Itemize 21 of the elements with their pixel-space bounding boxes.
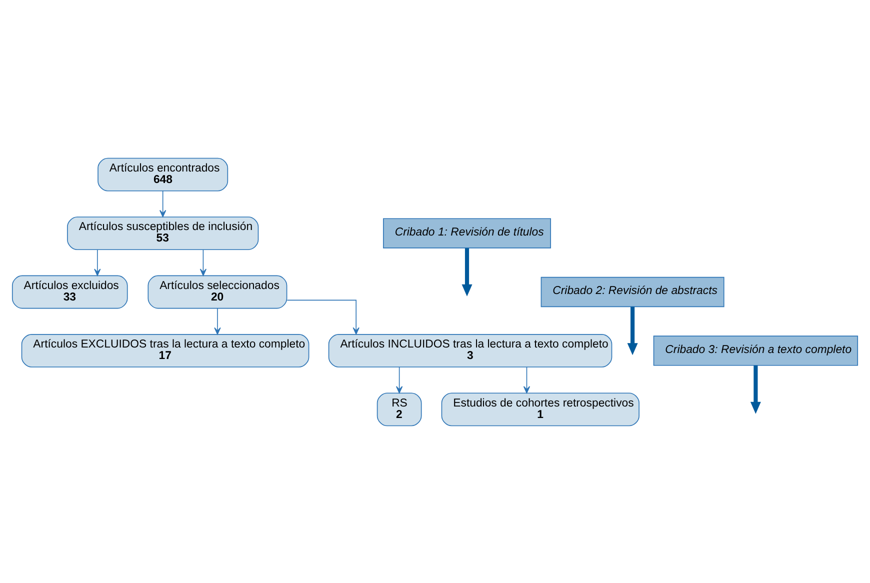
node-box: Artículos susceptibles de inclusión 53 <box>67 216 259 250</box>
arrow <box>94 248 101 276</box>
node-box: Cribado 2: Revisión de abstracts <box>540 276 724 307</box>
arrow <box>160 190 166 217</box>
arrow <box>462 248 472 296</box>
node-box: RS 2 <box>376 392 422 426</box>
arrow <box>286 299 360 334</box>
arrow <box>396 366 403 393</box>
node-box: Artículos encontrados 648 <box>98 157 228 191</box>
node-box: Cribado 3: Revisión a texto completo <box>653 335 858 366</box>
node-box: Artículos seleccionados 20 <box>148 274 288 308</box>
node-box: Estudios de cohortes retrospectivos 1 <box>441 392 640 426</box>
arrow <box>523 366 530 393</box>
arrow <box>750 365 761 414</box>
arrow <box>214 307 221 334</box>
arrow <box>627 306 638 355</box>
node-box: Artículos excluidos 33 <box>12 274 128 308</box>
node-box: Artículos INCLUIDOS tras la lectura a texto completo 3 <box>328 334 612 367</box>
node-box: Artículos EXCLUIDOS tras la lectura a texto completo 17 <box>21 334 310 367</box>
node-box: Cribado 1: Revisión de títulos <box>383 218 551 248</box>
arrow <box>200 248 207 276</box>
